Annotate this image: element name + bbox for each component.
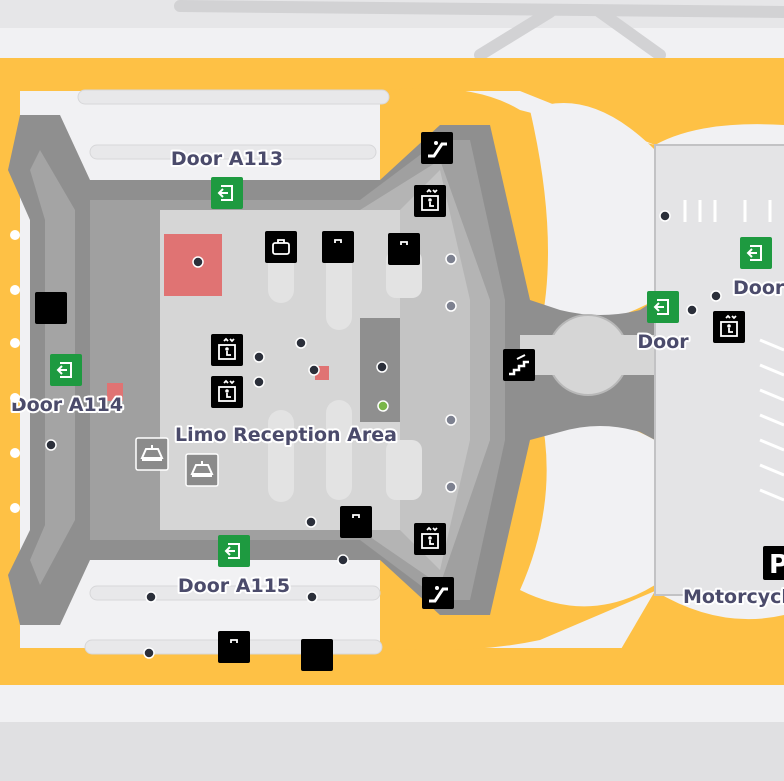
escalator-icon[interactable] xyxy=(422,577,454,609)
poi-dot-green[interactable] xyxy=(377,400,389,412)
bus-icon[interactable] xyxy=(35,292,67,324)
roadways xyxy=(0,58,784,685)
limo-reception-label: Limo Reception Area xyxy=(175,424,397,446)
poi-dot[interactable] xyxy=(376,361,388,373)
luggage-cart-icon[interactable] xyxy=(135,437,169,471)
baggage-icon[interactable] xyxy=(218,631,250,663)
accessible-elevator-icon[interactable] xyxy=(414,185,446,217)
poi-dot[interactable] xyxy=(295,337,307,349)
poi-dot[interactable] xyxy=(253,376,265,388)
exit-icon[interactable] xyxy=(218,535,250,567)
baggage-icon[interactable] xyxy=(265,231,297,263)
baggage-icon[interactable] xyxy=(322,231,354,263)
poi-dot[interactable] xyxy=(445,414,457,426)
motorcycle-parking-label: Motorcycle xyxy=(683,586,784,608)
poi-dots xyxy=(45,210,722,659)
poi-dot[interactable] xyxy=(445,300,457,312)
poi-dot[interactable] xyxy=(45,439,57,451)
restricted-zone xyxy=(164,234,222,296)
door-right-label: Door xyxy=(733,277,784,299)
parking-icon[interactable]: P xyxy=(763,546,784,580)
parking-icon-glyph: P xyxy=(769,550,784,580)
poi-dot[interactable] xyxy=(253,351,265,363)
accessible-elevator-icon[interactable] xyxy=(211,376,243,408)
parking-structure xyxy=(654,144,784,596)
top-service-roads xyxy=(174,0,784,61)
door-a114-label: Door A114 xyxy=(11,394,123,416)
door-a113-label: Door A113 xyxy=(171,148,283,170)
curb-markers xyxy=(10,230,20,513)
poi-dot[interactable] xyxy=(445,253,457,265)
accessible-elevator-icon[interactable] xyxy=(211,334,243,366)
poi-dot[interactable] xyxy=(192,256,204,268)
poi-dot[interactable] xyxy=(686,304,698,316)
exit-icon[interactable] xyxy=(211,177,243,209)
poi-dot[interactable] xyxy=(445,481,457,493)
poi-dot[interactable] xyxy=(659,210,671,222)
bus-icon[interactable] xyxy=(301,639,333,671)
accessible-elevator-icon[interactable] xyxy=(414,523,446,555)
door-a115-label: Door A115 xyxy=(178,575,290,597)
poi-dot[interactable] xyxy=(143,647,155,659)
poi-dot[interactable] xyxy=(145,591,157,603)
poi-dot[interactable] xyxy=(337,554,349,566)
stairs-icon[interactable] xyxy=(503,349,535,381)
exit-icon[interactable] xyxy=(740,237,772,269)
poi-dot[interactable] xyxy=(710,290,722,302)
baggage-icon[interactable] xyxy=(340,506,372,538)
baggage-icon[interactable] xyxy=(388,233,420,265)
bottom-band xyxy=(0,722,784,781)
poi-dot[interactable] xyxy=(305,516,317,528)
door-center-label: Door xyxy=(637,331,689,353)
poi-dot[interactable] xyxy=(306,591,318,603)
escalator-icon[interactable] xyxy=(421,132,453,164)
poi-dot[interactable] xyxy=(308,364,320,376)
exit-icon[interactable] xyxy=(647,291,679,323)
luggage-cart-icon[interactable] xyxy=(185,453,219,487)
accessible-elevator-icon[interactable] xyxy=(713,311,745,343)
exit-icon[interactable] xyxy=(50,354,82,386)
